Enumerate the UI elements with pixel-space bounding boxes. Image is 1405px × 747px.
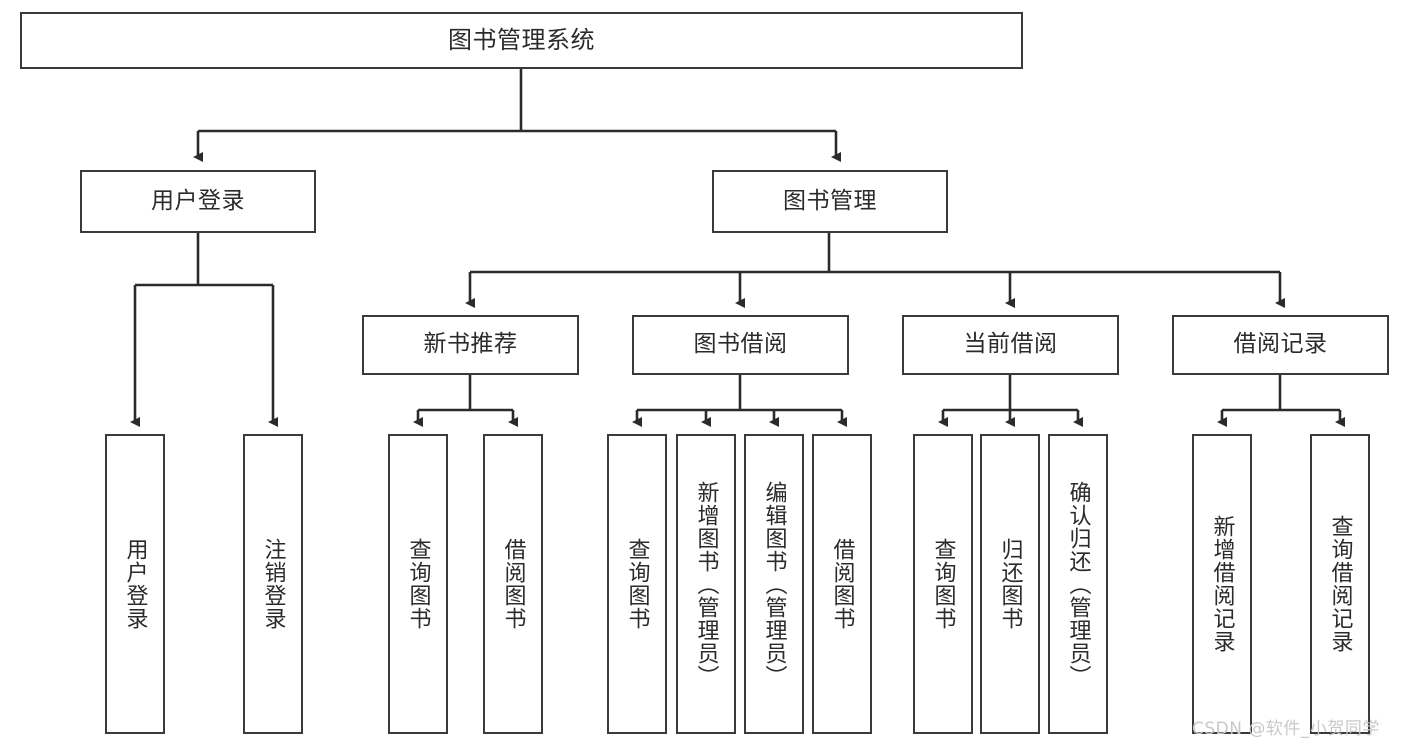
- node-borrow-record[interactable]: 借阅记录: [1172, 315, 1389, 375]
- leaf-newbook-borrow-book[interactable]: 借阅图书: [483, 434, 543, 734]
- leaf-borrow-query-book[interactable]: 查询图书: [607, 434, 667, 734]
- node-book-borrow-label: 图书借阅: [693, 331, 788, 358]
- leaf-record-query-record[interactable]: 查询借阅记录: [1310, 434, 1370, 734]
- node-current-borrow-label: 当前借阅: [963, 331, 1058, 358]
- leaf-borrow-add-book-label: 新增图书（管理员）: [693, 480, 719, 688]
- leaf-current-return-book[interactable]: 归还图书: [980, 434, 1040, 734]
- leaf-newbook-borrow-book-label: 借阅图书: [500, 538, 526, 630]
- csdn-watermark: CSDN @软件_小贺同学: [1192, 719, 1380, 739]
- leaf-user-login-label: 用户登录: [122, 538, 148, 630]
- leaf-user-logout-label: 注销登录: [260, 538, 286, 630]
- node-current-borrow[interactable]: 当前借阅: [902, 315, 1119, 375]
- node-book-borrow[interactable]: 图书借阅: [632, 315, 849, 375]
- leaf-borrow-lend-book[interactable]: 借阅图书: [812, 434, 872, 734]
- node-book-management-label: 图书管理: [783, 187, 877, 214]
- leaf-borrow-query-book-label: 查询图书: [624, 538, 650, 630]
- node-user-login-label: 用户登录: [151, 187, 245, 214]
- node-user-login[interactable]: 用户登录: [80, 170, 316, 233]
- leaf-newbook-query-book[interactable]: 查询图书: [388, 434, 448, 734]
- leaf-record-add-record-label: 新增借阅记录: [1209, 515, 1235, 653]
- leaf-user-login[interactable]: 用户登录: [105, 434, 165, 734]
- leaf-current-confirm-return[interactable]: 确认归还（管理员）: [1048, 434, 1108, 734]
- leaf-current-query-book[interactable]: 查询图书: [913, 434, 973, 734]
- leaf-borrow-edit-book-label: 编辑图书（管理员）: [761, 480, 787, 688]
- leaf-record-query-record-label: 查询借阅记录: [1327, 515, 1353, 653]
- leaf-borrow-lend-book-label: 借阅图书: [829, 538, 855, 630]
- leaf-user-logout[interactable]: 注销登录: [243, 434, 303, 734]
- node-root-system[interactable]: 图书管理系统: [20, 12, 1023, 69]
- node-borrow-record-label: 借阅记录: [1233, 331, 1328, 358]
- node-new-book-recommend-label: 新书推荐: [423, 331, 518, 358]
- node-new-book-recommend[interactable]: 新书推荐: [362, 315, 579, 375]
- leaf-current-query-book-label: 查询图书: [930, 538, 956, 630]
- leaf-borrow-edit-book[interactable]: 编辑图书（管理员）: [744, 434, 804, 734]
- leaf-current-confirm-return-label: 确认归还（管理员）: [1065, 480, 1091, 688]
- leaf-borrow-add-book[interactable]: 新增图书（管理员）: [676, 434, 736, 734]
- node-book-management[interactable]: 图书管理: [712, 170, 948, 233]
- node-root-system-label: 图书管理系统: [448, 26, 595, 55]
- leaf-record-add-record[interactable]: 新增借阅记录: [1192, 434, 1252, 734]
- leaf-newbook-query-book-label: 查询图书: [405, 538, 431, 630]
- leaf-current-return-book-label: 归还图书: [997, 538, 1023, 630]
